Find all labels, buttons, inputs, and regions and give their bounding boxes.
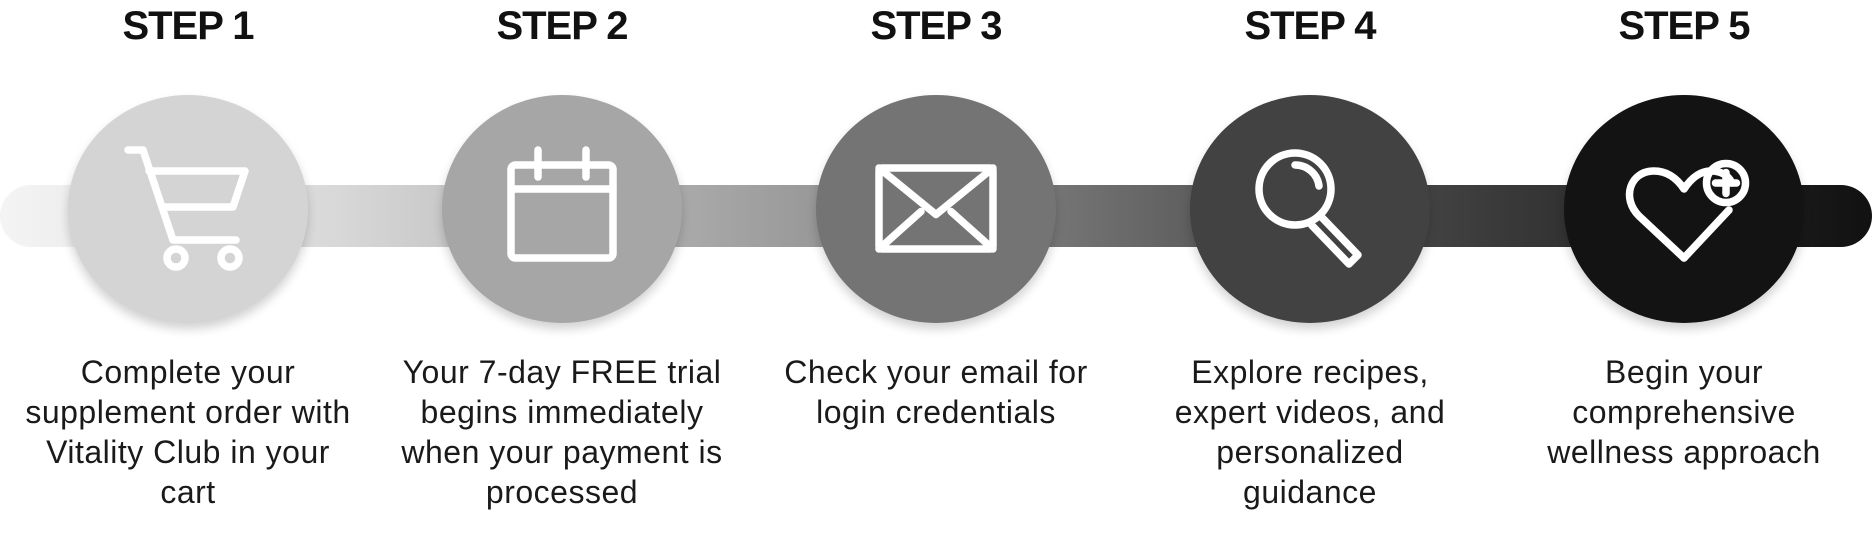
shopping-cart-icon — [113, 132, 263, 287]
magnifier-icon — [1235, 132, 1385, 287]
step-4-description: Explore recipes, expert videos, and pers… — [1174, 354, 1446, 510]
step-4-title: STEP 4 — [1244, 4, 1376, 48]
step-4-circle — [1190, 95, 1430, 323]
step-3-title: STEP 3 — [870, 4, 1002, 48]
calendar-icon — [487, 132, 637, 287]
envelope-icon — [861, 132, 1011, 287]
step-1-circle — [68, 95, 308, 323]
step-2-circle — [442, 95, 682, 323]
step-2-title: STEP 2 — [496, 4, 628, 48]
step-2-description: Your 7-day FREE trial begins immediately… — [401, 354, 723, 510]
step-1-title: STEP 1 — [122, 4, 254, 48]
step-5-title: STEP 5 — [1618, 4, 1750, 48]
step-1-description: Complete your supplement order with Vita… — [25, 354, 351, 510]
step-3-description: Check your email for login credentials — [784, 354, 1088, 430]
step-3-circle — [816, 95, 1056, 323]
step-5-description: Begin your comprehensive wellness approa… — [1547, 354, 1821, 470]
step-5-circle — [1564, 95, 1804, 323]
heart-plus-icon — [1609, 132, 1759, 287]
